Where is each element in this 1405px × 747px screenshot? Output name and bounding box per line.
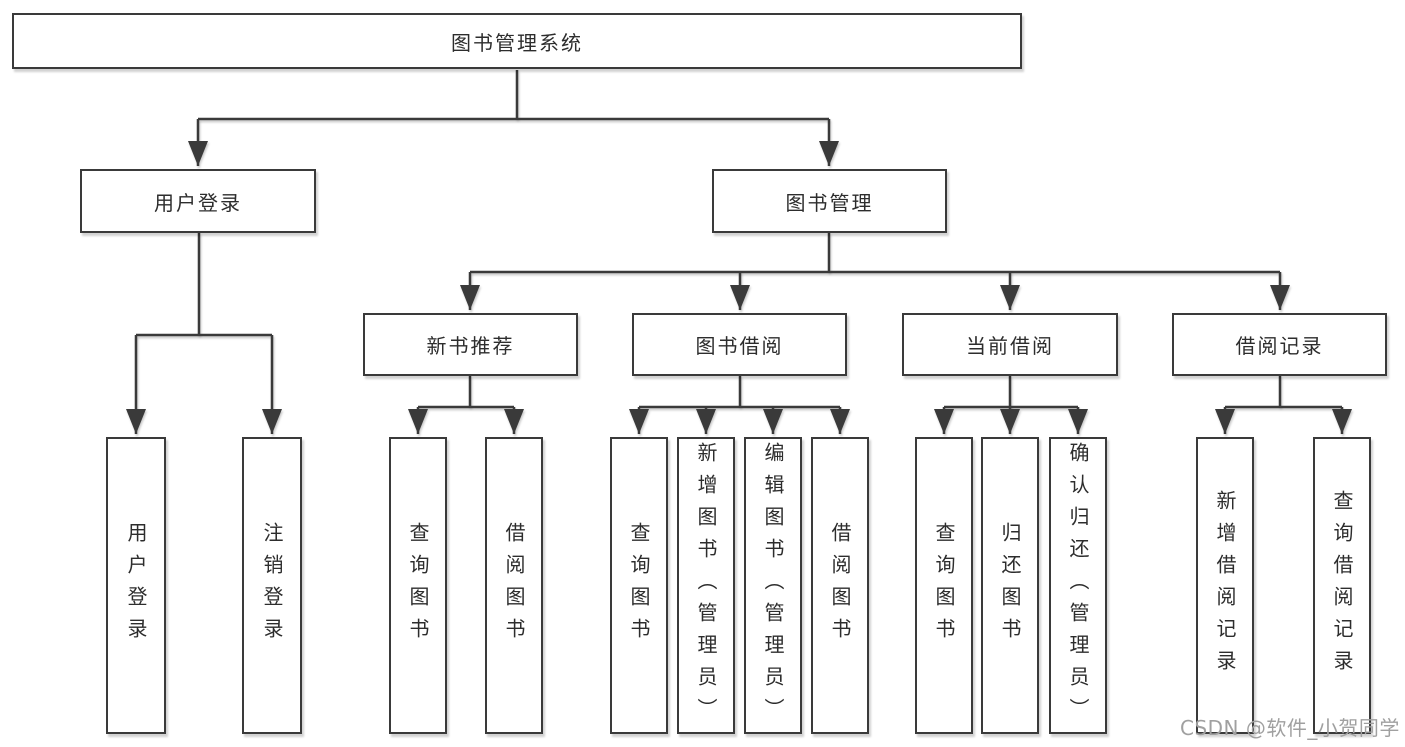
node-current-borrowing: 当前借阅 [902, 313, 1118, 376]
leaf-borrow-query-label: 查询图书 [627, 521, 651, 650]
leaf-logout: 注销登录 [242, 437, 302, 734]
node-root: 图书管理系统 [12, 13, 1022, 69]
node-book-borrowing: 图书借阅 [632, 313, 847, 376]
leaf-borrow-add-admin-label: 新增图书（管理员） [694, 441, 718, 730]
leaf-record-add: 新增借阅记录 [1196, 437, 1254, 734]
leaf-user-login-label: 用户登录 [124, 521, 148, 650]
node-new-book-recommend-label: 新书推荐 [426, 334, 515, 358]
leaf-current-confirm-admin: 确认归还（管理员） [1049, 437, 1107, 734]
node-user-login-label: 用户登录 [154, 190, 242, 215]
node-borrow-records: 借阅记录 [1172, 313, 1387, 376]
node-new-book-recommend: 新书推荐 [363, 313, 578, 376]
leaf-borrow-query: 查询图书 [610, 437, 668, 734]
node-root-label: 图书管理系统 [451, 30, 583, 55]
leaf-record-add-label: 新增借阅记录 [1213, 489, 1237, 682]
node-current-borrowing-label: 当前借阅 [966, 334, 1054, 358]
node-book-management-label: 图书管理 [785, 190, 874, 215]
node-book-management: 图书管理 [712, 169, 947, 233]
leaf-logout-label: 注销登录 [260, 521, 284, 650]
node-borrow-records-label: 借阅记录 [1235, 334, 1324, 358]
leaf-borrow-add-admin: 新增图书（管理员） [677, 437, 735, 734]
leaf-newbook-borrow: 借阅图书 [485, 437, 543, 734]
leaf-newbook-borrow-label: 借阅图书 [502, 521, 526, 650]
node-book-borrowing-label: 图书借阅 [695, 334, 784, 358]
leaf-current-return-label: 归还图书 [998, 521, 1022, 650]
leaf-borrow-edit-admin: 编辑图书（管理员） [744, 437, 802, 734]
leaf-current-confirm-admin-label: 确认归还（管理员） [1066, 441, 1090, 730]
leaf-user-login: 用户登录 [106, 437, 166, 734]
leaf-current-query: 查询图书 [915, 437, 973, 734]
leaf-newbook-query-label: 查询图书 [406, 521, 430, 650]
node-user-login: 用户登录 [80, 169, 316, 233]
leaf-current-query-label: 查询图书 [932, 521, 956, 650]
leaf-record-query-label: 查询借阅记录 [1330, 489, 1354, 682]
leaf-current-return: 归还图书 [981, 437, 1039, 734]
csdn-watermark: CSDN @软件_小贺同学 [1180, 716, 1400, 740]
leaf-borrow-book-label: 借阅图书 [828, 521, 852, 650]
leaf-record-query: 查询借阅记录 [1313, 437, 1371, 734]
leaf-borrow-book: 借阅图书 [811, 437, 869, 734]
leaf-newbook-query: 查询图书 [389, 437, 447, 734]
leaf-borrow-edit-admin-label: 编辑图书（管理员） [761, 441, 785, 730]
